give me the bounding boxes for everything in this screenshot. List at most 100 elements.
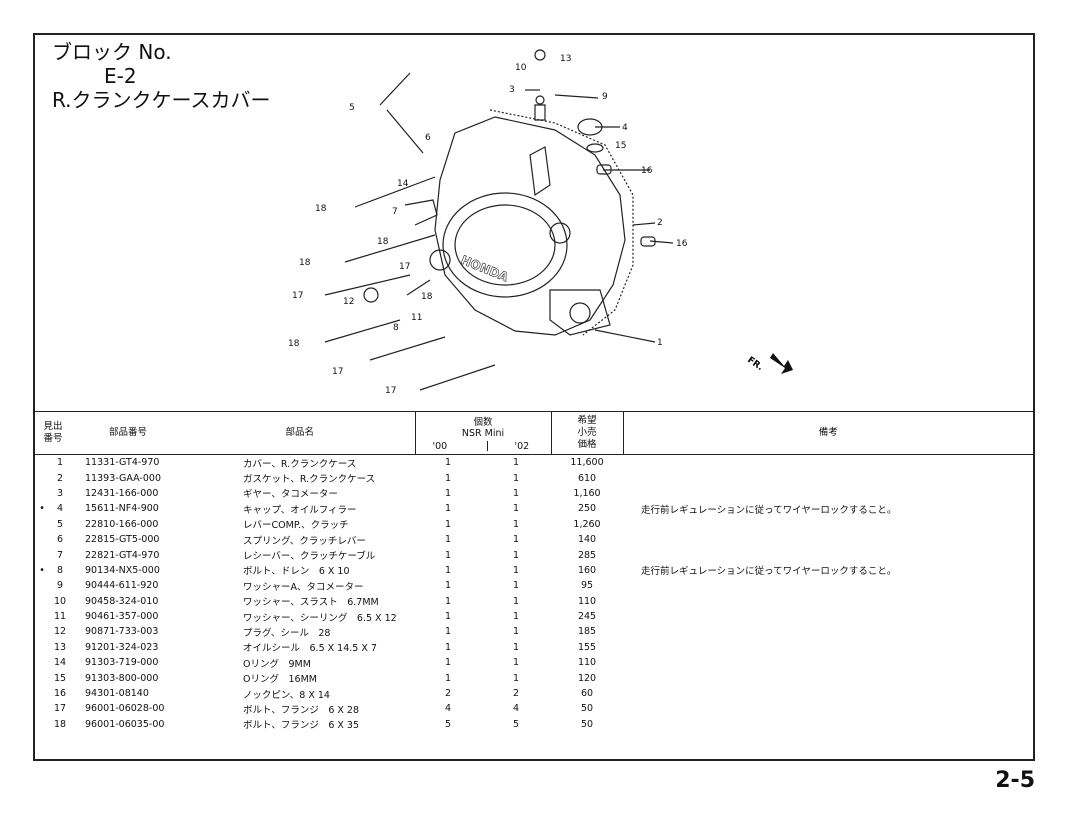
row-price: 155 — [577, 641, 597, 653]
row-part-name: ボルト、フランジ 6 X 28 — [243, 704, 360, 716]
row-part-no: 96001-06035-00 — [85, 718, 165, 730]
row-mark — [35, 670, 49, 685]
row-price: 110 — [577, 595, 597, 607]
page-frame — [33, 33, 1035, 761]
row-remarks — [623, 686, 1033, 701]
row-price: 11,600 — [570, 457, 604, 469]
header-ref-no-line1: 見出 — [43, 421, 63, 432]
callout-4: 4 — [622, 123, 628, 133]
row-mark — [35, 470, 49, 485]
row-remarks — [623, 486, 1033, 501]
row-qty-b: 1 — [512, 457, 520, 469]
row-ref-no: 2 — [56, 472, 64, 484]
row-part-no: 22810-166-000 — [85, 518, 159, 530]
header-price-line2: 小売 — [577, 427, 597, 438]
callout-17d: 17 — [385, 386, 396, 396]
row-part-name: レシーバー、クラッチケーブル — [243, 551, 376, 563]
row-remarks — [623, 594, 1033, 609]
row-qty-a: 1 — [445, 549, 452, 561]
row-qty-a: 1 — [445, 580, 452, 592]
flange-bolts — [324, 176, 496, 391]
row-part-name: カバー、R.クランクケース — [243, 458, 357, 470]
row-part-no: 90444-611-920 — [85, 580, 159, 592]
page-number: 2-5 — [995, 768, 1035, 793]
row-qty-b: 1 — [512, 472, 520, 484]
drain-boss — [549, 289, 611, 336]
dowel-pin-b — [640, 236, 656, 247]
callout-17c: 17 — [332, 367, 343, 377]
clutch-cable-receiver — [404, 199, 438, 226]
row-mark: • — [39, 564, 45, 576]
row-qty-a: 1 — [445, 534, 452, 546]
row-ref-no: 5 — [56, 518, 64, 530]
header-part-name: 部品名 — [185, 412, 416, 455]
row-qty-a: 1 — [445, 641, 452, 653]
row-price: 245 — [577, 611, 597, 623]
row-ref-no: 15 — [53, 672, 67, 684]
row-mark — [35, 517, 49, 532]
callout-3: 3 — [509, 85, 515, 95]
row-qty-b: 1 — [512, 595, 520, 607]
block-label: ブロック No. — [52, 40, 172, 64]
row-qty-b: 1 — [512, 641, 520, 653]
row-qty-a: 1 — [445, 672, 452, 684]
row-part-no: 90461-357-000 — [85, 611, 159, 623]
row-part-no: 22815-GT5-000 — [85, 534, 160, 546]
row-remarks — [623, 609, 1033, 624]
row-qty-a: 1 — [445, 611, 452, 623]
row-ref-no: 16 — [53, 688, 67, 700]
row-ref-no: 8 — [56, 564, 64, 576]
row-qty-a: 1 — [445, 657, 452, 669]
row-price: 95 — [580, 580, 594, 592]
row-remarks: 走行前レギュレーションに従ってワイヤーロックすること。 — [641, 504, 897, 516]
header-model: NSR Mini — [461, 428, 505, 439]
row-qty-a: 1 — [445, 457, 452, 469]
row-part-name: ワッシャーA、タコメーター — [243, 581, 364, 593]
row-qty-b: 2 — [512, 688, 520, 700]
header-price-line3: 価格 — [577, 439, 597, 450]
parts-table-container: 見出 番号 部品番号 部品名 個数 NSR Mini '00 '02 希望 — [35, 411, 1034, 760]
row-qty-b: 1 — [512, 518, 520, 530]
row-ref-no: 18 — [53, 718, 67, 730]
row-price: 110 — [577, 657, 597, 669]
row-remarks — [623, 532, 1033, 547]
row-part-no: 11331-GT4-970 — [85, 457, 160, 469]
header-qty-label: 個数 — [473, 417, 493, 428]
row-price: 610 — [577, 472, 597, 484]
row-mark — [35, 624, 49, 639]
crankcase-cover-outline — [434, 116, 626, 336]
callout-1: 1 — [657, 338, 663, 348]
callout-18c: 18 — [299, 258, 311, 268]
row-part-name: ガスケット、R.クランクケース — [243, 474, 376, 486]
callout-17a: 17 — [399, 262, 410, 272]
row-remarks — [623, 547, 1033, 562]
row-remarks — [623, 717, 1033, 732]
header-ref-no: 見出 番号 — [35, 412, 72, 455]
header-price-line1: 希望 — [577, 415, 597, 426]
row-qty-b: 1 — [512, 611, 520, 623]
gasket-outline — [489, 109, 634, 336]
row-qty-b: 5 — [512, 718, 520, 730]
row-remarks — [623, 578, 1033, 593]
row-part-name: オイルシール 6.5 X 14.5 X 7 — [243, 643, 377, 655]
row-part-no: 96001-06028-00 — [85, 703, 165, 715]
row-part-no: 91303-800-000 — [85, 672, 159, 684]
row-price: 50 — [580, 718, 594, 730]
row-part-no: 15611-NF4-900 — [85, 503, 159, 515]
